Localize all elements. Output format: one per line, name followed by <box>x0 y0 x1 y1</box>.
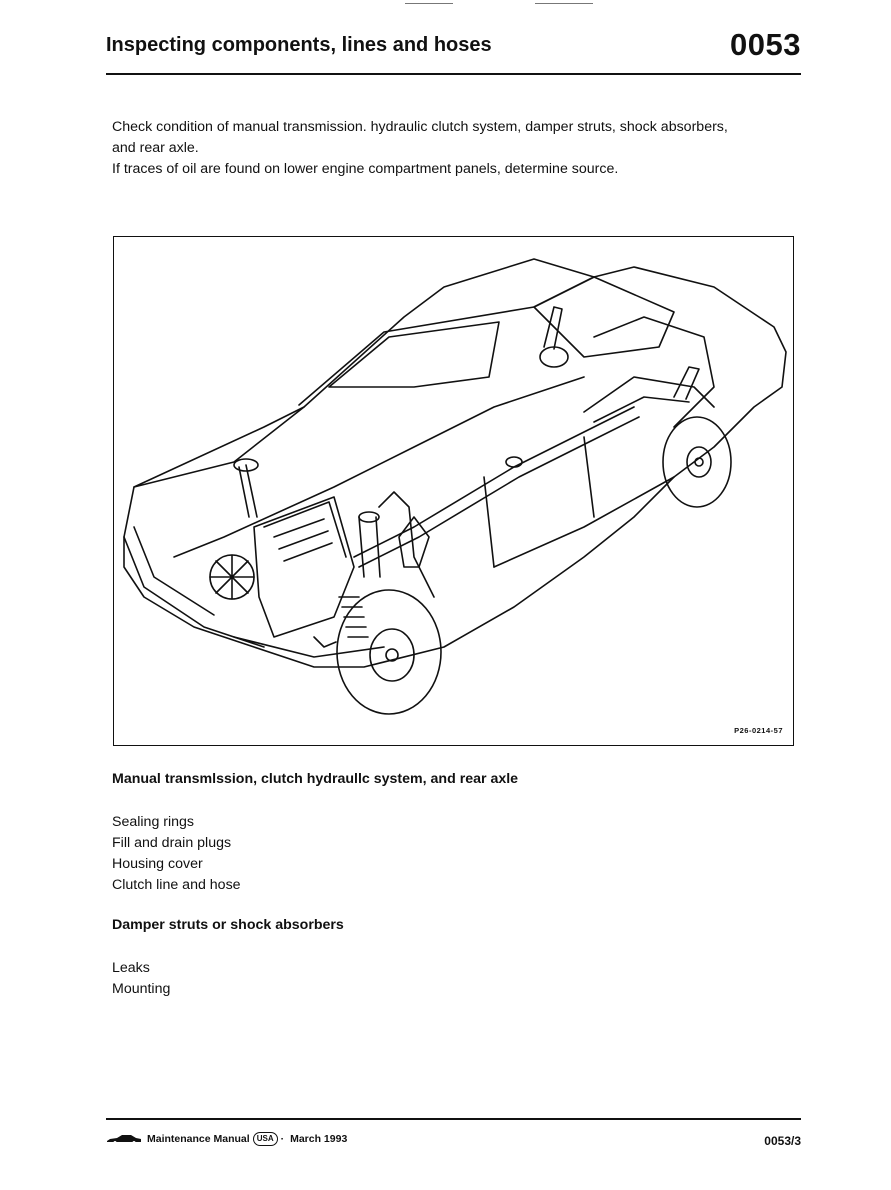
figure-code: P26-0214-57 <box>734 726 783 735</box>
manual-date: March 1993 <box>290 1133 348 1145</box>
list-item: Clutch line and hose <box>112 877 241 893</box>
section-number: 0053 <box>730 27 801 62</box>
intro-text: Check condition of manual transmission. … <box>112 117 792 180</box>
section-heading-dampers: Damper struts or shock absorbers <box>112 917 344 933</box>
car-drawing <box>123 258 787 715</box>
list-item: Sealing rings <box>112 814 195 830</box>
car-logo-icon <box>107 1135 141 1144</box>
list-item: Mounting <box>112 981 171 997</box>
list-item: Leaks <box>112 960 150 976</box>
intro-line-3: If traces of oil are found on lower engi… <box>112 161 619 177</box>
footer-separator: · <box>280 1133 285 1145</box>
page-title: Inspecting components, lines and hoses <box>106 34 492 56</box>
top-decorative-rule-left <box>405 3 453 4</box>
transmission-checklist: Sealing rings Fill and drain plugs Housi… <box>112 812 241 896</box>
intro-line-2: and rear axle. <box>112 140 199 156</box>
region-badge: USA <box>252 1132 278 1146</box>
intro-line-1: Check condition of manual transmission. … <box>112 119 728 135</box>
list-item: Housing cover <box>112 856 203 872</box>
footer-divider <box>106 1118 801 1120</box>
top-decorative-rule-right <box>535 3 593 4</box>
dampers-checklist: Leaks Mounting <box>112 958 170 1000</box>
car-cutaway-illustration: P26-0214-57 <box>113 236 794 746</box>
footer-manual-info: Maintenance Manual USA · March 1993 <box>106 1132 347 1146</box>
page-reference: 0053/3 <box>764 1134 801 1148</box>
manual-label: Maintenance Manual <box>147 1133 250 1145</box>
section-heading-transmission: Manual transmlssion, clutch hydraullc sy… <box>112 771 519 787</box>
header-divider <box>106 73 801 75</box>
list-item: Fill and drain plugs <box>112 835 232 851</box>
